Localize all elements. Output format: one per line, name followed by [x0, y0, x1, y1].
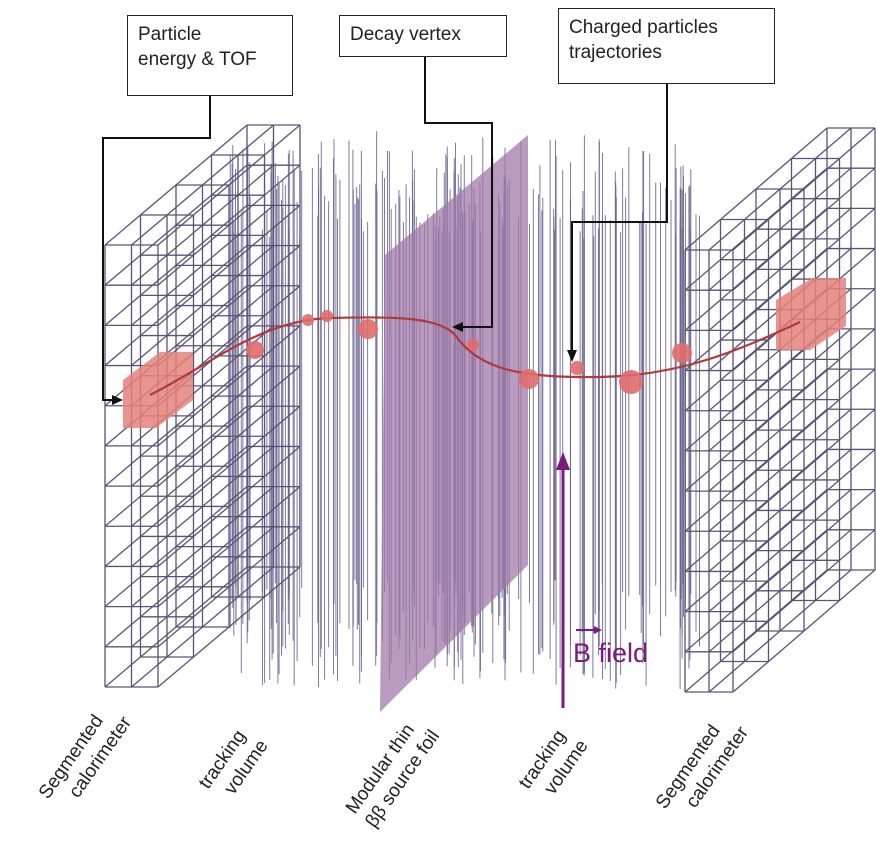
tracker-hit: [619, 370, 643, 394]
calorimeter-depth-line: [157, 445, 301, 567]
calorimeter-depth-line: [157, 204, 301, 326]
calorimeter-depth-line: [131, 204, 274, 326]
calorimeter-depth-line: [104, 405, 248, 527]
energy-tof-leader: [102, 95, 211, 401]
calorimeter-depth-line: [708, 368, 852, 492]
decay-vertex-callout: Decay vertex: [339, 15, 507, 57]
label-left-calorimeter: Segmented calorimeter: [35, 711, 136, 803]
calorimeter-depth-line: [684, 167, 828, 291]
calorimeter-depth-line: [157, 566, 301, 688]
calorimeter-depth-line: [131, 365, 274, 487]
tracker-hit: [570, 361, 584, 375]
label-left-tracking: tracking volume: [195, 726, 273, 798]
tracker-hit: [302, 314, 314, 326]
tracker-hit: [467, 339, 479, 351]
calorimeter-depth-line: [157, 365, 301, 487]
calorimeter-depth-line: [131, 405, 274, 527]
label-right-calorimeter: Segmented calorimeter: [652, 721, 753, 813]
calorimeter-depth-line: [104, 124, 248, 246]
calorimeter-depth-line: [157, 486, 301, 608]
tracker-hit: [246, 341, 264, 359]
calorimeter-depth-line: [708, 529, 852, 653]
calorimeter-depth-line: [684, 248, 828, 372]
calorimeter-depth-line: [708, 167, 852, 291]
calorimeter-depth-line: [131, 526, 274, 648]
calorimeter-depth-line: [732, 127, 876, 251]
calorimeter-depth-line: [104, 365, 248, 487]
callout-line: trajectories: [569, 42, 662, 63]
trajectories-leader: [571, 82, 668, 355]
tracker-hit: [672, 343, 692, 363]
calorimeter-depth-line: [708, 127, 852, 251]
calorimeter-depth-line: [157, 124, 301, 246]
calorimeter-depth-line: [157, 245, 301, 367]
decay-vertex-arrowhead: [452, 322, 463, 332]
calorimeter-depth-line: [732, 529, 876, 653]
calorimeter-depth-line: [104, 566, 248, 688]
tracker-hit: [358, 319, 378, 339]
energy-tof-callout: Particle energy & TOF: [127, 15, 293, 96]
calorimeter-depth-line: [684, 489, 828, 613]
right-calorimeter: [684, 127, 876, 693]
calorimeter-depth-line: [104, 445, 248, 567]
calorimeter-depth-line: [157, 325, 301, 447]
calorimeter-depth-line: [131, 245, 274, 367]
calorimeter-depth-line: [732, 328, 876, 452]
calorimeter-depth-line: [732, 448, 876, 572]
tracker-hit: [519, 369, 539, 389]
calorimeter-depth-line: [157, 405, 301, 527]
calorimeter-depth-line: [157, 164, 301, 286]
tracker-hits: [246, 310, 692, 394]
calorimeter-depth-line: [684, 448, 828, 572]
calorimeter-depth-line: [732, 207, 876, 331]
vector-arrow-head-icon: [594, 626, 602, 634]
calorimeter-depth-line: [684, 529, 828, 653]
calorimeter-depth-line: [157, 526, 301, 648]
energy-tof-arrowhead: [112, 395, 123, 405]
calorimeter-depth-line: [131, 164, 274, 286]
calorimeter-depth-line: [131, 124, 274, 246]
callout-line: Decay vertex: [350, 24, 461, 45]
b-field-label: B field: [573, 638, 648, 668]
calorimeter-depth-line: [732, 167, 876, 291]
callout-line: energy & TOF: [138, 49, 257, 70]
field-arrowhead: [556, 452, 570, 470]
calorimeter-depth-line: [684, 207, 828, 331]
calorimeter-depth-line: [732, 489, 876, 613]
calorimeter-depth-line: [684, 127, 828, 251]
calorimeter-depth-line: [104, 486, 248, 608]
calorimeter-depth-line: [708, 408, 852, 532]
calorimeter-depth-line: [131, 486, 274, 608]
trajectories-callout: Charged particles trajectories: [558, 8, 775, 84]
calorimeter-depth-line: [708, 328, 852, 452]
calorimeter-depth-line: [104, 245, 248, 367]
calorimeter-depth-line: [131, 566, 274, 688]
label-right-tracking: tracking volume: [515, 726, 593, 798]
label-source-foil: Modular thin ββ source foil: [342, 720, 444, 831]
calorimeter-depth-line: [732, 408, 876, 532]
calorimeter-depth-line: [708, 569, 852, 693]
left-calorimeter: [104, 124, 301, 688]
calorimeter-depth-line: [684, 569, 828, 693]
calorimeter-depth-line: [708, 448, 852, 572]
right-tracking-wires: [520, 135, 700, 690]
calorimeter-depth-line: [732, 368, 876, 492]
calorimeter-depth-line: [104, 204, 248, 326]
calorimeter-depth-line: [708, 207, 852, 331]
calorimeter-depth-line: [104, 526, 248, 648]
calorimeter-depth-line: [131, 445, 274, 567]
callout-line: Particle: [138, 24, 202, 45]
callout-line: Charged particles: [569, 17, 718, 38]
calorimeter-depth-line: [684, 368, 828, 492]
tracker-hit: [321, 310, 333, 322]
right-hit-calorimeter-block: [776, 278, 846, 350]
calorimeter-depth-line: [732, 569, 876, 693]
calorimeter-depth-line: [104, 164, 248, 286]
trajectories-arrowhead: [567, 350, 577, 362]
calorimeter-depth-line: [684, 408, 828, 532]
particle-trajectory: [149, 316, 801, 396]
decay-vertex-leader: [424, 55, 493, 328]
calorimeter-depth-line: [708, 489, 852, 613]
